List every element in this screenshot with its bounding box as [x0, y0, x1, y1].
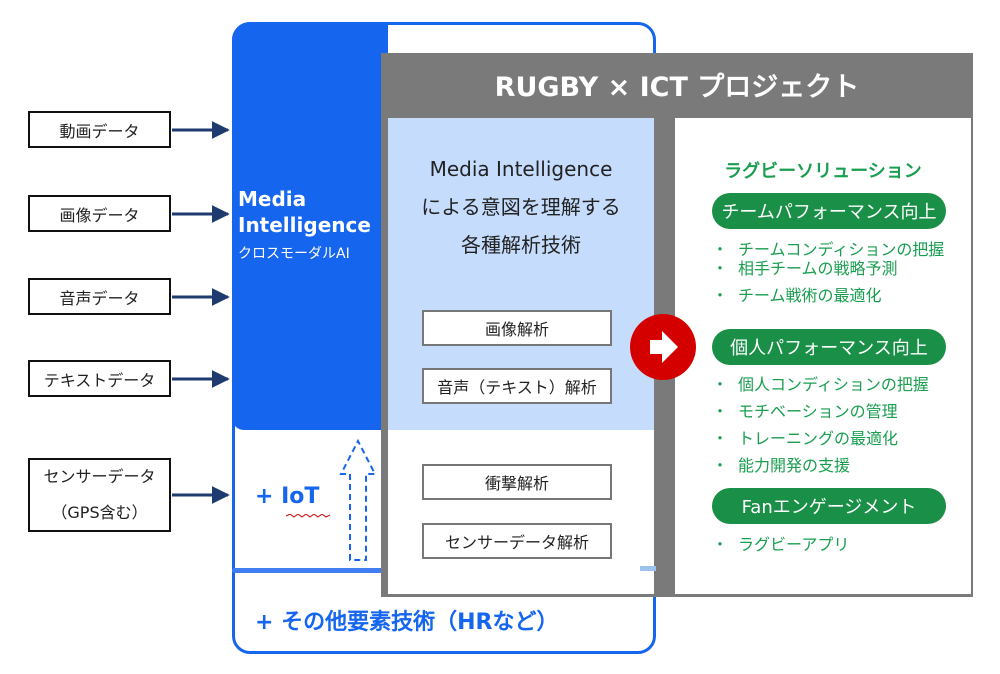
audio-text-analysis-box: 音声（テキスト）解析: [422, 368, 612, 404]
media-intelligence-subtitle: クロスモーダルAI: [238, 246, 350, 262]
red-arrow-icon: [630, 314, 696, 380]
solution-item: ・モチベーションの管理: [712, 402, 898, 421]
individual-performance-pill: 個人パフォーマンス向上: [712, 329, 946, 365]
team-performance-pill: チームパフォーマンス向上: [712, 193, 946, 229]
impact-analysis-box: 衝撃解析: [422, 464, 612, 500]
iot-spellcheck-underline: [286, 514, 330, 518]
iot-label: + IoT: [255, 484, 320, 509]
analysis-description: Media Intelligence による意図を理解する 各種解析技術: [421, 157, 621, 257]
solution-item: ・チームコンディションの把握: [712, 240, 945, 259]
solution-item: ・相手チームの戦略予測: [712, 259, 898, 278]
solution-item: ・チーム戦術の最適化: [712, 286, 882, 305]
project-title: RUGBY × ICT プロジェクト: [494, 71, 860, 103]
media-intelligence-title: Media Intelligence: [238, 187, 371, 237]
media-intelligence-block: [232, 22, 388, 430]
input-sensor-data: センサーデータ （GPS含む）: [28, 458, 171, 532]
input-video-data: 動画データ: [28, 111, 171, 148]
input-audio-data: 音声データ: [28, 278, 171, 315]
other-tech-label: + その他要素技術（HRなど）: [255, 610, 559, 635]
iot-up-arrow: [339, 438, 377, 561]
right-arrow-icon: [650, 331, 678, 363]
input-text-data: テキストデータ: [28, 360, 171, 397]
input-image-data: 画像データ: [28, 195, 171, 232]
divider-tail: [640, 566, 656, 571]
fan-engagement-pill: Fanエンゲージメント: [712, 488, 946, 524]
solutions-title: ラグビーソリューション: [724, 161, 922, 182]
sensor-data-analysis-box: センサーデータ解析: [422, 523, 612, 559]
solution-item: ・能力開発の支援: [712, 456, 851, 475]
solution-item: ・トレーニングの最適化: [712, 429, 899, 448]
solution-item: ・個人コンディションの把握: [712, 375, 929, 394]
image-analysis-box: 画像解析: [422, 310, 612, 346]
solution-item: ・ラグビーアプリ: [712, 535, 850, 554]
